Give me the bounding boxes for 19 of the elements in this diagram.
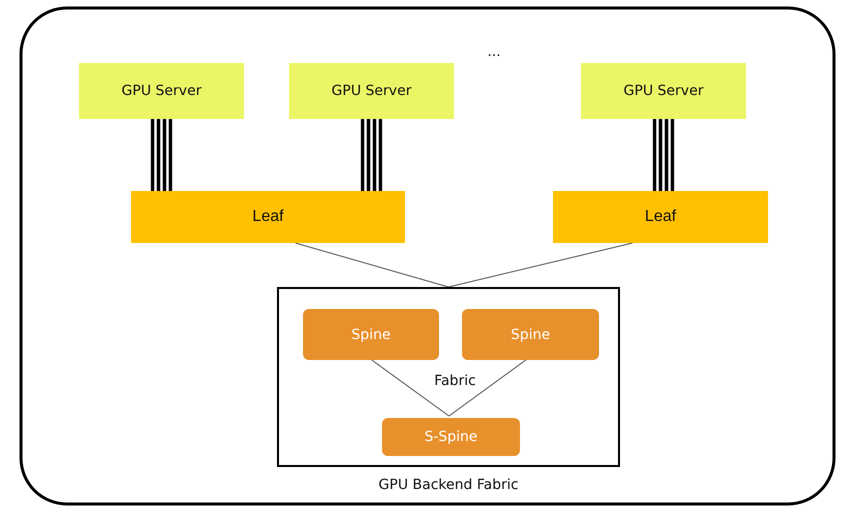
leaf-switch-box: Leaf <box>553 191 768 243</box>
link-line <box>448 242 634 288</box>
server-box: GPU Server <box>581 63 746 119</box>
cable-bundle <box>150 119 172 191</box>
cable-bundle <box>652 119 674 191</box>
spine-switch-box: Spine <box>303 309 439 360</box>
fabric-caption: GPU Backend Fabric <box>378 477 518 493</box>
link-line <box>294 242 449 288</box>
fabric-label: Fabric <box>434 373 476 389</box>
server-box: GPU Server <box>79 63 244 119</box>
cable-bundle <box>360 119 382 191</box>
ellipsis-label: ... <box>487 44 501 60</box>
leaf-switch-box: Leaf <box>131 191 405 243</box>
spine-switch-box: Spine <box>462 309 599 360</box>
spine-switch-box: S-Spine <box>382 418 520 456</box>
server-box: GPU Server <box>289 63 454 119</box>
link-line <box>368 358 450 416</box>
link-line <box>448 358 529 416</box>
fabric-frame <box>277 287 620 467</box>
